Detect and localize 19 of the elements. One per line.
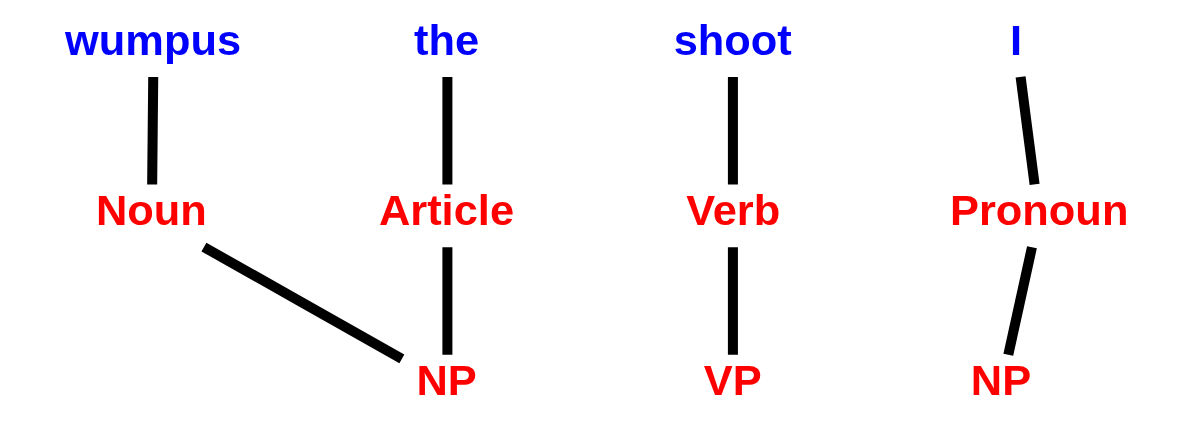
connector (442, 76, 453, 185)
connector (727, 76, 738, 185)
node-text: wumpus (65, 15, 242, 64)
connector (147, 76, 159, 185)
node-text: Article (378, 185, 515, 234)
connector (201, 242, 405, 364)
connector (1015, 76, 1040, 186)
connector (1003, 246, 1037, 356)
node-text: Verb (686, 185, 781, 234)
connector (727, 247, 738, 355)
node-text: shoot (673, 15, 792, 64)
node-text: NP (416, 356, 477, 405)
connector (442, 247, 453, 355)
node-text: Noun (95, 185, 207, 234)
node-text: the (414, 15, 480, 64)
node-text: I (1010, 15, 1023, 64)
node-text: VP (703, 356, 762, 405)
node-text: Pronoun (949, 185, 1129, 234)
node-text: NP (970, 356, 1032, 405)
